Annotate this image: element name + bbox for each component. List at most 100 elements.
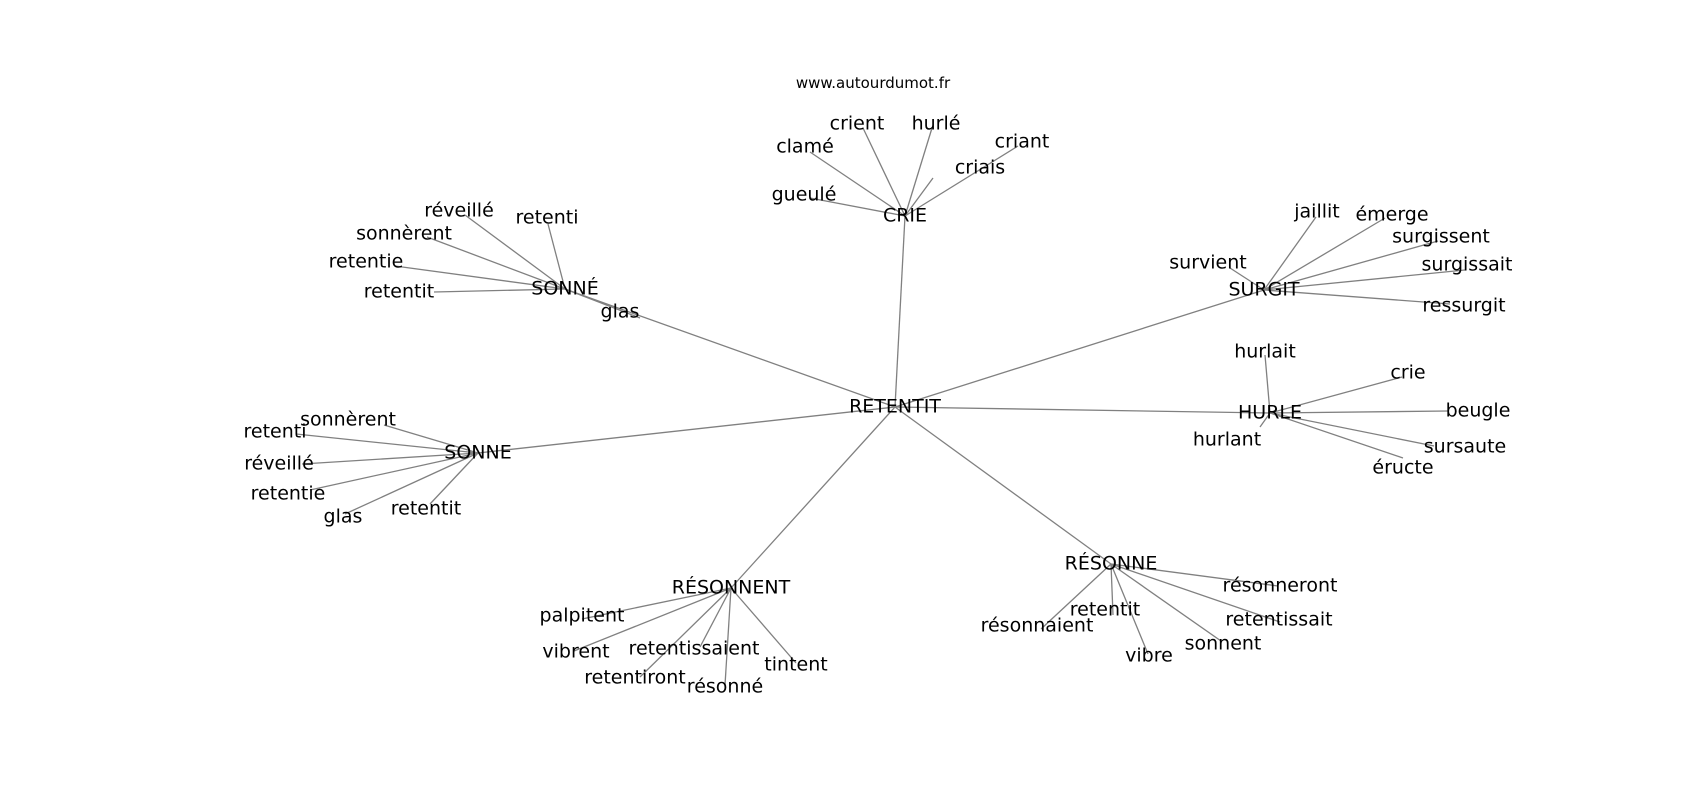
related-word-node[interactable]: hurlé bbox=[912, 113, 961, 135]
edge-hub-to-word bbox=[429, 452, 479, 505]
edge-hub-to-word bbox=[1110, 563, 1222, 642]
edge-hub-to-word bbox=[547, 223, 566, 290]
edge-center-to-hub bbox=[894, 406, 1112, 565]
edge-hub-to-word bbox=[1269, 412, 1435, 447]
related-word-node[interactable]: retentit bbox=[364, 281, 434, 303]
hub-word-node[interactable]: CRIE bbox=[883, 205, 927, 227]
edge-hub-to-word bbox=[426, 236, 566, 290]
edge-hub-to-word bbox=[295, 433, 479, 454]
edge-center-to-hub bbox=[477, 406, 896, 454]
edge-hub-to-word bbox=[1269, 376, 1403, 414]
related-word-node[interactable]: sonnèrent bbox=[300, 409, 396, 431]
edge-center-to-hub bbox=[894, 406, 1271, 414]
hub-word-node[interactable]: RÉSONNE bbox=[1065, 552, 1158, 575]
edge-hub-to-word bbox=[1269, 412, 1404, 459]
hub-word-node[interactable]: SURGIT bbox=[1228, 279, 1299, 301]
edge-hub-to-word bbox=[724, 587, 732, 686]
edge-hub-to-word bbox=[581, 587, 732, 620]
related-word-node[interactable]: résonneront bbox=[1223, 575, 1338, 597]
related-word-node[interactable]: vibre bbox=[1125, 645, 1173, 667]
edge-hub-to-word bbox=[1110, 563, 1279, 587]
edge-hub-to-word bbox=[904, 127, 933, 217]
edge-hub-to-word bbox=[1040, 563, 1112, 630]
edge-hub-to-word bbox=[1264, 354, 1271, 414]
related-word-node[interactable]: retentie bbox=[251, 483, 326, 505]
edge-hub-to-word bbox=[1263, 269, 1466, 291]
edge-hub-to-word bbox=[639, 587, 732, 678]
related-word-node[interactable]: sursaute bbox=[1424, 436, 1506, 458]
center-word-node[interactable]: RETENTIT bbox=[849, 396, 941, 418]
related-word-node[interactable]: réveillé bbox=[424, 200, 494, 222]
edge-hub-to-word bbox=[1110, 563, 1149, 655]
edge-hub-to-word bbox=[383, 424, 479, 454]
edge-hub-to-word bbox=[1263, 217, 1386, 291]
related-word-node[interactable]: émerge bbox=[1355, 204, 1428, 226]
related-word-node[interactable]: résonné bbox=[687, 676, 763, 698]
related-word-node[interactable]: hurlant bbox=[1193, 429, 1261, 451]
related-word-node[interactable]: sonnèrent bbox=[356, 223, 452, 245]
related-word-node[interactable]: surgissait bbox=[1422, 254, 1513, 276]
related-word-node[interactable]: vibrent bbox=[542, 641, 609, 663]
related-word-node[interactable]: retentiront bbox=[584, 667, 686, 689]
edge-hub-to-word bbox=[862, 127, 906, 217]
edge-hub-to-word bbox=[730, 587, 797, 664]
related-word-node[interactable]: clamé bbox=[776, 136, 834, 158]
edge-hub-to-word bbox=[1263, 240, 1439, 291]
edge-hub-to-word bbox=[1259, 412, 1271, 428]
related-word-node[interactable]: crie bbox=[1390, 362, 1425, 384]
related-word-node[interactable]: survient bbox=[1169, 252, 1246, 274]
edge-hub-to-word bbox=[1269, 410, 1449, 414]
edge-hub-to-word bbox=[1110, 563, 1114, 616]
hub-word-node[interactable]: HURLE bbox=[1238, 402, 1302, 424]
edge-hub-to-word bbox=[1263, 289, 1451, 305]
related-word-node[interactable]: ressurgit bbox=[1422, 295, 1505, 317]
related-word-node[interactable]: glas bbox=[601, 301, 640, 323]
related-word-node[interactable]: hurlait bbox=[1234, 341, 1296, 363]
edge-center-to-hub bbox=[564, 288, 896, 408]
edge-hub-to-word bbox=[301, 452, 479, 465]
source-url: www.autourdumot.fr bbox=[796, 74, 951, 92]
related-word-node[interactable]: retenti bbox=[516, 207, 579, 229]
related-word-node[interactable]: jaillit bbox=[1293, 201, 1340, 223]
edge-center-to-hub bbox=[894, 215, 906, 408]
related-word-node[interactable]: éructe bbox=[1372, 457, 1433, 479]
related-word-node[interactable]: gueulé bbox=[772, 184, 837, 206]
related-word-node[interactable]: retenti bbox=[244, 421, 307, 443]
edge-hub-to-word bbox=[1263, 216, 1317, 291]
related-word-node[interactable]: retentissaient bbox=[629, 638, 760, 660]
edge-hub-to-word bbox=[904, 177, 934, 217]
edge-hub-to-word bbox=[1229, 267, 1265, 291]
edge-hub-to-word bbox=[464, 214, 566, 290]
related-word-node[interactable]: beugle bbox=[1446, 400, 1511, 422]
related-word-node[interactable]: sonnent bbox=[1185, 633, 1262, 655]
hub-word-node[interactable]: SONNE bbox=[444, 442, 511, 464]
hub-word-node[interactable]: SONNÉ bbox=[531, 277, 598, 300]
edge-hub-to-word bbox=[904, 145, 1019, 217]
related-word-node[interactable]: réveillé bbox=[244, 453, 314, 475]
related-word-node[interactable]: glas bbox=[324, 506, 363, 528]
edge-hub-to-word bbox=[809, 197, 906, 217]
related-word-node[interactable]: résonnaient bbox=[981, 615, 1094, 637]
related-word-node[interactable]: retentit bbox=[1070, 599, 1140, 621]
edge-hub-to-word bbox=[309, 452, 479, 491]
related-word-node[interactable]: palpitent bbox=[540, 605, 625, 627]
related-word-node[interactable]: criais bbox=[955, 157, 1005, 179]
related-word-node[interactable]: retentit bbox=[391, 498, 461, 520]
related-word-node[interactable]: criant bbox=[995, 131, 1050, 153]
related-word-node[interactable]: crient bbox=[830, 113, 885, 135]
edge-hub-to-word bbox=[394, 265, 566, 290]
edge-hub-to-word bbox=[344, 452, 479, 515]
hub-word-node[interactable]: RÉSONNENT bbox=[672, 576, 791, 599]
related-word-node[interactable]: retentie bbox=[329, 251, 404, 273]
related-word-node[interactable]: tintent bbox=[764, 654, 827, 676]
related-word-node[interactable]: surgissent bbox=[1392, 226, 1490, 248]
edge-hub-to-word bbox=[564, 288, 641, 319]
edge-center-to-hub bbox=[730, 406, 896, 589]
edge-center-to-hub bbox=[894, 289, 1265, 408]
related-word-node[interactable]: retentissait bbox=[1225, 609, 1332, 631]
edge-hub-to-word bbox=[573, 587, 732, 652]
edge-hub-to-word bbox=[433, 288, 566, 293]
edge-hub-to-word bbox=[699, 587, 732, 648]
edge-hub-to-word bbox=[1110, 563, 1281, 623]
